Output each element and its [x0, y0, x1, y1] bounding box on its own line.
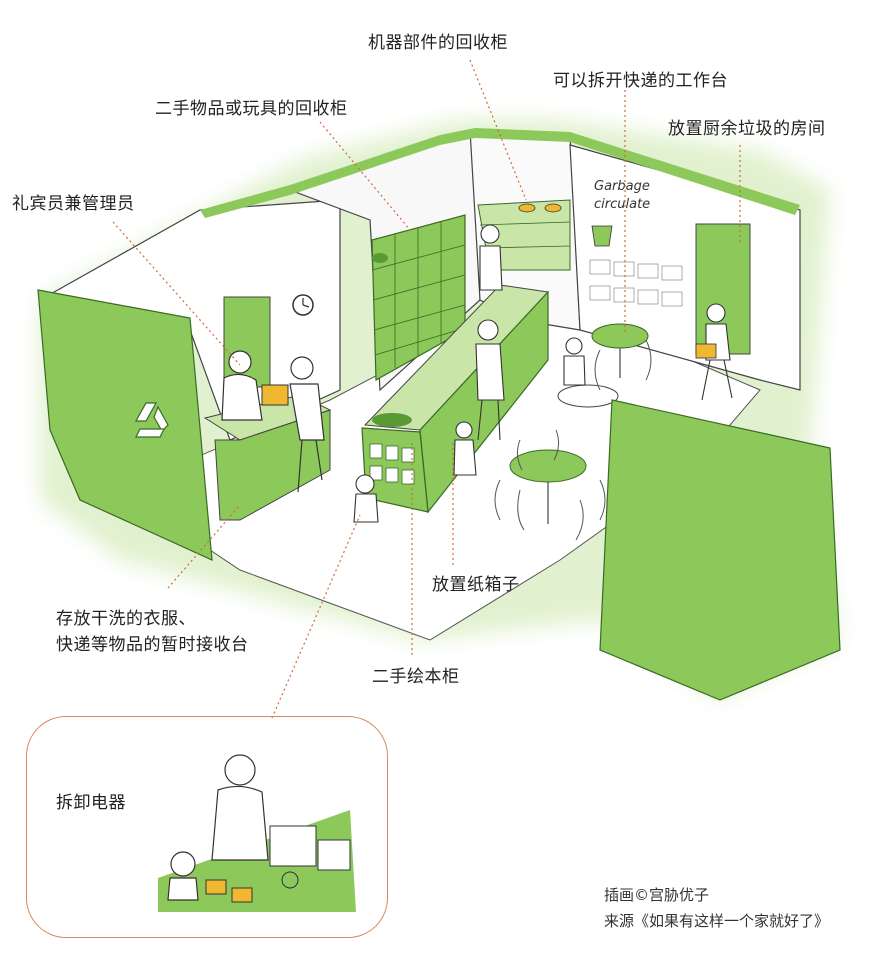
recycle-icon — [134, 402, 169, 438]
right-green-wall — [599, 399, 841, 701]
top-wall-edge — [200, 128, 800, 218]
reception-door — [223, 296, 271, 388]
garbage-sign-board — [589, 259, 683, 307]
small-kid-figure — [167, 851, 199, 901]
parcel-box — [261, 384, 289, 406]
chairs — [494, 339, 652, 541]
disassemble-scene — [158, 754, 356, 912]
sign-line-1: Garbage — [594, 179, 650, 194]
worker-figure — [475, 319, 505, 441]
bucket-icon — [591, 225, 613, 247]
receptionist-figure — [221, 350, 263, 421]
seated-kid-figure — [563, 337, 586, 386]
label-kitchen-waste-room: 放置厨余垃圾的房间 — [668, 119, 826, 139]
source-credit: 来源《如果有这样一个家就好了》 — [604, 912, 830, 930]
corner-table — [557, 384, 619, 408]
visitor-figure — [289, 356, 325, 493]
label-secondhand-toy-cabinet: 二手物品或玩具的回收柜 — [155, 99, 348, 119]
round-table-back — [591, 323, 649, 349]
parts-bins — [518, 203, 562, 213]
shelf-worker-figure — [479, 224, 503, 291]
label-machine-parts-cabinet: 机器部件的回收柜 — [368, 33, 508, 53]
leader-lines — [112, 59, 741, 719]
label-disassemble-appliances: 拆卸电器 — [56, 793, 126, 813]
sign-line-2: circulate — [594, 197, 650, 212]
label-picture-book-cabinet: 二手绘本柜 — [372, 667, 460, 687]
plants — [372, 253, 412, 427]
label-receptionist: 礼宾员兼管理员 — [12, 194, 135, 214]
left-green-wall — [37, 289, 213, 561]
kid-figure — [453, 421, 477, 476]
technician-figure — [211, 754, 269, 861]
label-storage-line-1: 存放干洗的衣服、 — [56, 609, 196, 629]
disassemble-inset-frame — [26, 716, 388, 938]
appliance-parts — [205, 825, 351, 903]
label-cardboard-boxes: 放置纸箱子 — [432, 575, 520, 595]
round-table-front — [509, 449, 587, 483]
label-unpack-workbench: 可以拆开快递的工作台 — [553, 71, 728, 91]
label-storage-line-2: 快递等物品的暂时接收台 — [56, 635, 249, 655]
illustrator-credit: 插画©宫胁优子 — [604, 886, 710, 904]
book-shelves — [369, 443, 415, 485]
food-box — [695, 343, 717, 359]
toy-cabinet-shelves — [371, 222, 466, 368]
